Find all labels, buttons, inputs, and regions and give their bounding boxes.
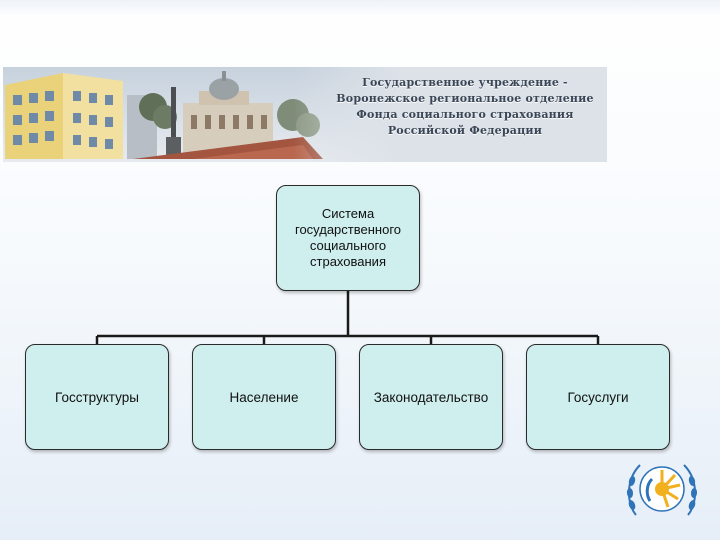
header-banner: Государственное учреждение - Воронежское… <box>3 67 607 162</box>
node-label: Госуслуги <box>567 389 629 405</box>
banner-title-line: Российской Федерации <box>387 124 543 137</box>
banner-title-line: Государственное учреждение - <box>362 76 568 89</box>
building-photo-icon <box>3 67 607 162</box>
diagram-node-naselenie: Население <box>192 344 336 450</box>
node-label: Население <box>229 389 299 405</box>
diagram-node-gosuslugi: Госуслуги <box>526 344 670 450</box>
banner-title-line: Фонда социального страхования <box>356 108 574 121</box>
top-band <box>0 0 720 18</box>
banner-title: Государственное учреждение - Воронежское… <box>323 75 607 139</box>
diagram-node-gosstruktury: Госструктуры <box>25 344 169 450</box>
diagram-node-zakonodatelstvo: Законодательство <box>359 344 503 450</box>
banner-title-line: Воронежское региональное отделение <box>336 92 594 105</box>
node-label: Законодательство <box>373 389 489 405</box>
social-insurance-fund-emblem-icon <box>626 464 698 516</box>
diagram-root-node: Система государственного социального стр… <box>276 185 420 291</box>
root-node-label: Система государственного социального стр… <box>294 206 402 269</box>
node-label: Госструктуры <box>55 389 139 405</box>
